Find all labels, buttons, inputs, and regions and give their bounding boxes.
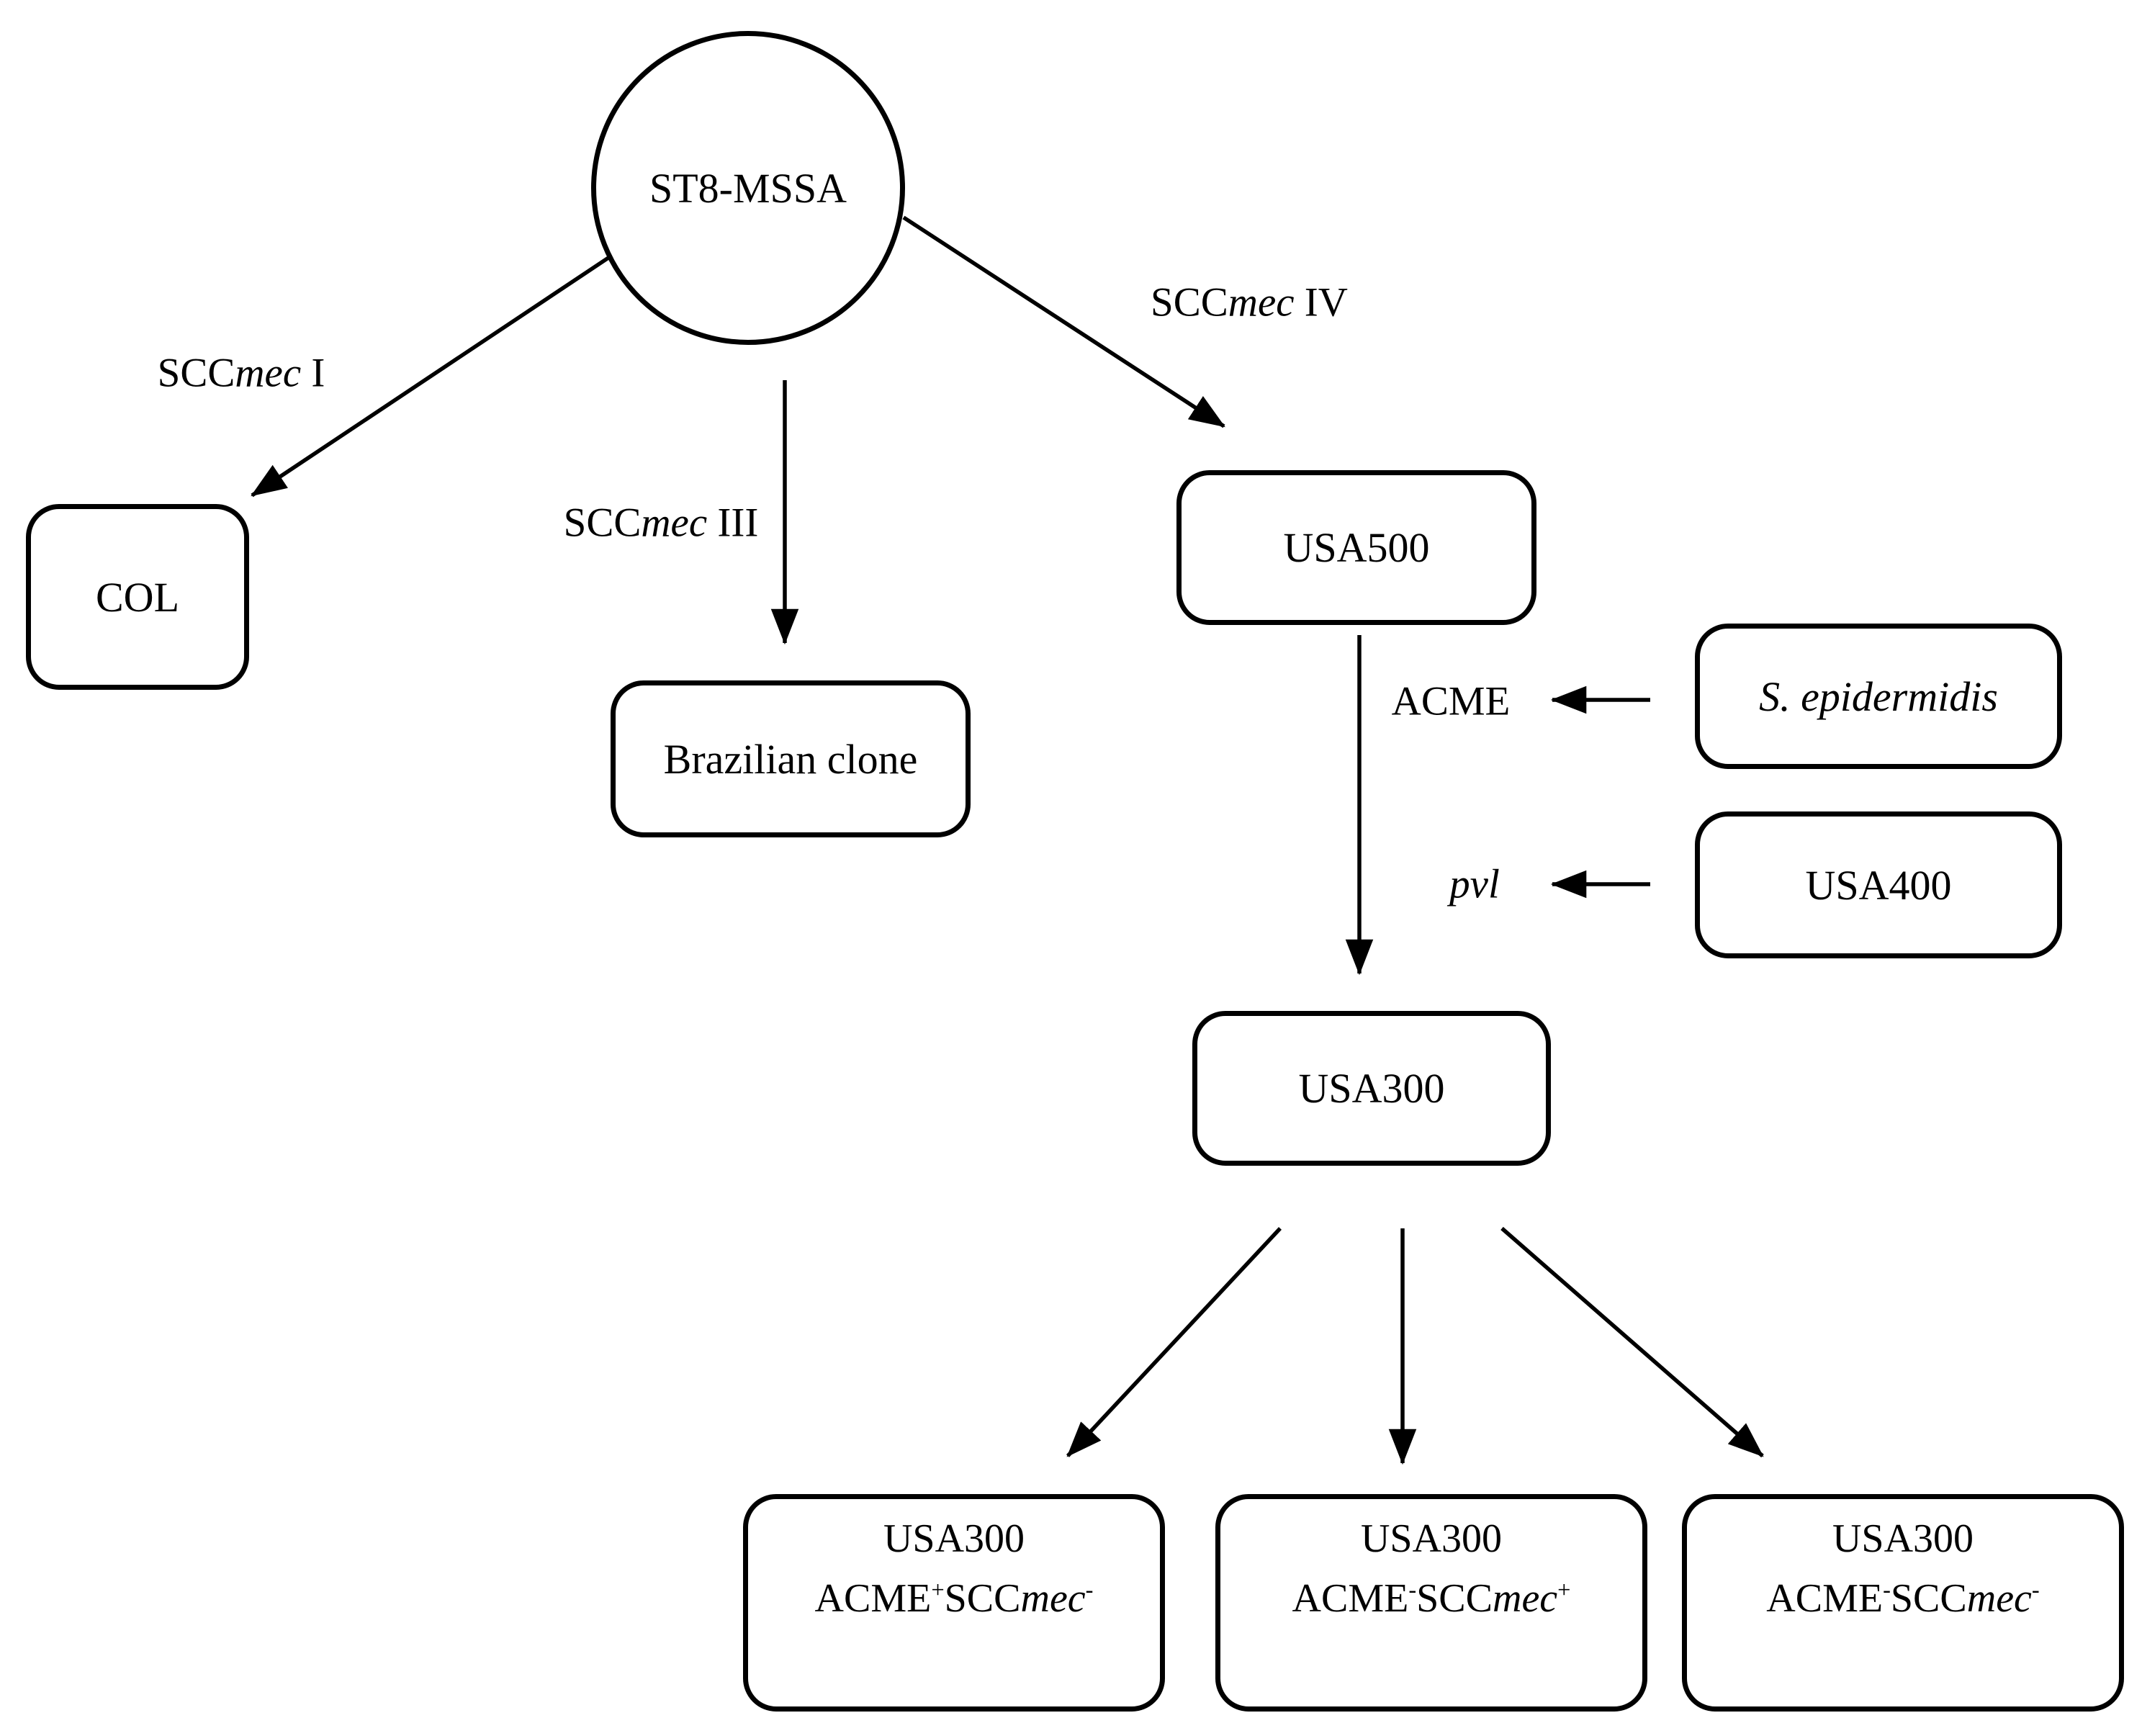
variant-2-line2: ACME-SCCmec+ [1292, 1575, 1571, 1621]
node-st8-mssa-label: ST8-MSSA [649, 164, 847, 212]
arrow-st8mssa-to-col [251, 256, 610, 498]
node-usa300-acme-neg-sccmec-pos: USA300 ACME-SCCmec+ [1215, 1494, 1647, 1712]
variant-2-line1: USA300 [1360, 1516, 1503, 1561]
edge-label-sccmec-i: SCCmec I [157, 350, 325, 396]
node-usa400-label: USA400 [1805, 861, 1952, 909]
node-usa500: USA500 [1176, 470, 1536, 625]
variant-3-line1: USA300 [1832, 1516, 1974, 1561]
node-col-label: COL [96, 573, 179, 621]
arrow-st8mssa-to-usa500 [902, 215, 1225, 428]
node-col: COL [26, 504, 249, 690]
node-usa300-label: USA300 [1298, 1065, 1445, 1112]
node-st8-mssa: ST8-MSSA [591, 31, 905, 345]
node-usa400: USA400 [1695, 811, 2062, 958]
variant-3-line2: ACME-SCCmec- [1766, 1575, 2040, 1621]
variant-1-line2: ACME+SCCmec- [814, 1575, 1094, 1621]
node-usa300-acme-neg-sccmec-neg: USA300 ACME-SCCmec- [1682, 1494, 2124, 1712]
edge-label-pvl: pvl [1449, 861, 1500, 907]
node-usa300-acme-pos-sccmec-neg: USA300 ACME+SCCmec- [743, 1494, 1165, 1712]
arrow-usa300-to-variant-3 [1500, 1226, 1764, 1458]
edge-label-sccmec-iii: SCCmec III [563, 500, 759, 546]
arrow-usa300-to-variant-1 [1066, 1227, 1282, 1457]
node-brazilian-clone: Brazilian clone [611, 680, 971, 837]
node-usa300: USA300 [1192, 1011, 1551, 1166]
node-s-epidermidis: S. epidermidis [1695, 624, 2062, 769]
variant-1-line1: USA300 [883, 1516, 1025, 1561]
edge-label-sccmec-iv: SCCmec IV [1151, 279, 1348, 325]
edge-label-acme: ACME [1391, 678, 1511, 724]
node-brazilian-clone-label: Brazilian clone [663, 735, 918, 783]
node-s-epidermidis-label: S. epidermidis [1759, 673, 1998, 720]
node-usa500-label: USA500 [1283, 524, 1430, 571]
